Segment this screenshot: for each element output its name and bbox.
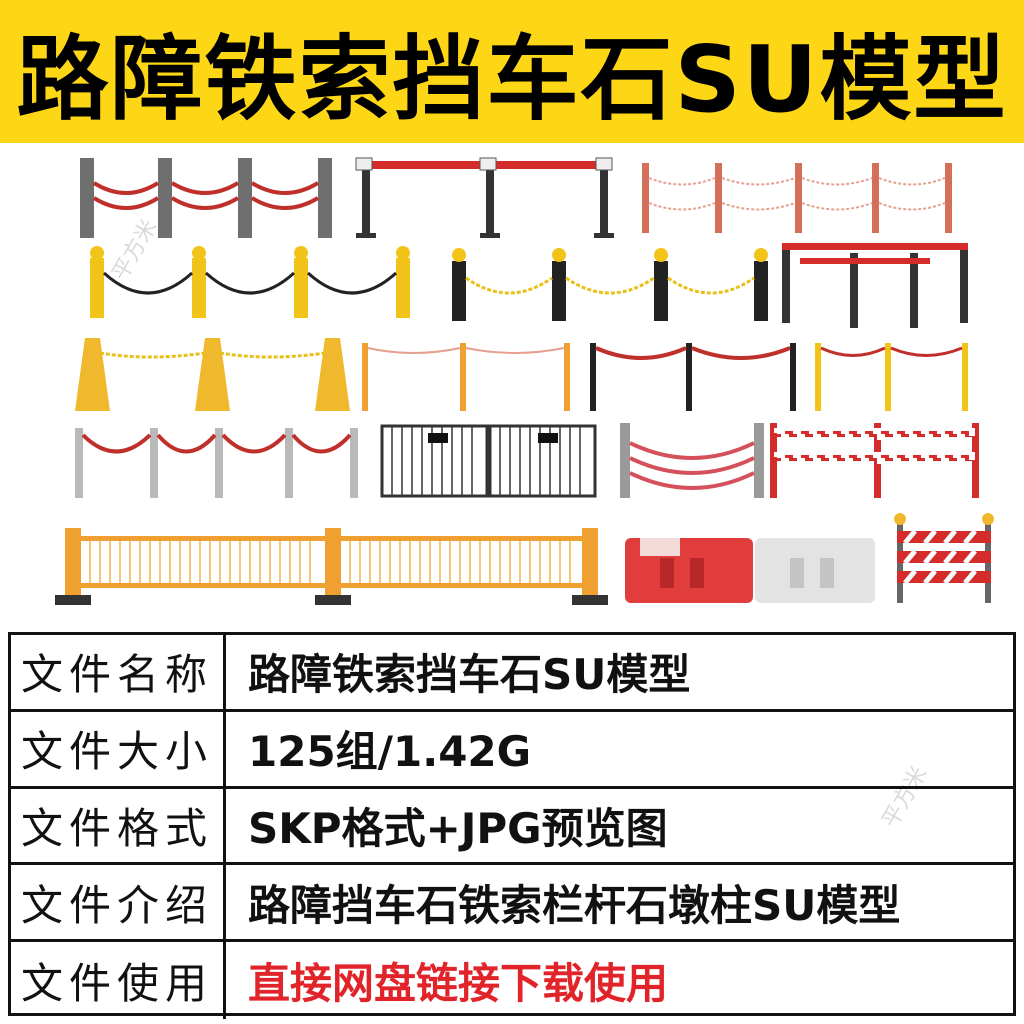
info-row-size: 文件大小 125组/1.42G <box>11 711 1013 789</box>
page-title: 路障铁索挡车石SU模型 <box>16 26 1008 133</box>
yellow-stanchions-red-rope <box>815 343 968 411</box>
info-label: 文件大小 <box>11 711 226 786</box>
black-frame-red-top <box>782 243 968 328</box>
orange-chain-posts <box>642 163 952 233</box>
info-label: 文件格式 <box>11 788 226 863</box>
info-label: 文件介绍 <box>11 865 226 940</box>
preview-gallery: 平方米 <box>0 143 1024 632</box>
yellow-bollards-chain <box>90 246 410 318</box>
red-white-tape-barrier <box>770 423 979 498</box>
rope-stanchion-gray-red <box>80 158 332 238</box>
info-row-format: 文件格式 SKP格式+JPG预览图 <box>11 788 1013 866</box>
info-value: 125组/1.42G <box>248 727 532 777</box>
white-water-barrier <box>755 538 875 603</box>
info-value: SKP格式+JPG预览图 <box>248 803 668 853</box>
barrier-models-illustration <box>55 157 994 605</box>
info-value: 路障挡车石铁索栏杆石墩柱SU模型 <box>248 880 901 930</box>
info-row-usage: 文件使用 直接网盘链接下载使用 <box>11 942 1013 1019</box>
info-label: 文件名称 <box>11 635 226 709</box>
info-label: 文件使用 <box>11 942 226 1019</box>
orange-road-railing <box>55 528 608 605</box>
silver-stanchions-red-rope <box>75 428 358 498</box>
orange-posts-thin-chain <box>362 343 570 411</box>
metal-crowd-fence <box>380 424 597 498</box>
striped-road-barricade <box>894 513 994 603</box>
info-row-name: 文件名称 路障铁索挡车石SU模型 <box>11 635 1013 712</box>
file-info-table: 文件名称 路障铁索挡车石SU模型 文件大小 125组/1.42G 文件格式 SK… <box>8 632 1016 1019</box>
retractable-belt-stanchion <box>355 157 614 238</box>
black-bollards-yellow-chain <box>452 248 768 321</box>
red-water-barrier <box>625 538 753 603</box>
black-stanchions-red-rope <box>590 343 796 411</box>
info-row-description: 文件介绍 路障挡车石铁索栏杆石墩柱SU模型 <box>11 865 1013 943</box>
gray-posts-red-ropes <box>620 423 764 498</box>
title-banner: 路障铁索挡车石SU模型 <box>0 0 1024 143</box>
yellow-cones-chain <box>75 338 350 411</box>
info-value: 路障铁索挡车石SU模型 <box>248 650 691 700</box>
info-value-highlight: 直接网盘链接下载使用 <box>248 959 669 1009</box>
